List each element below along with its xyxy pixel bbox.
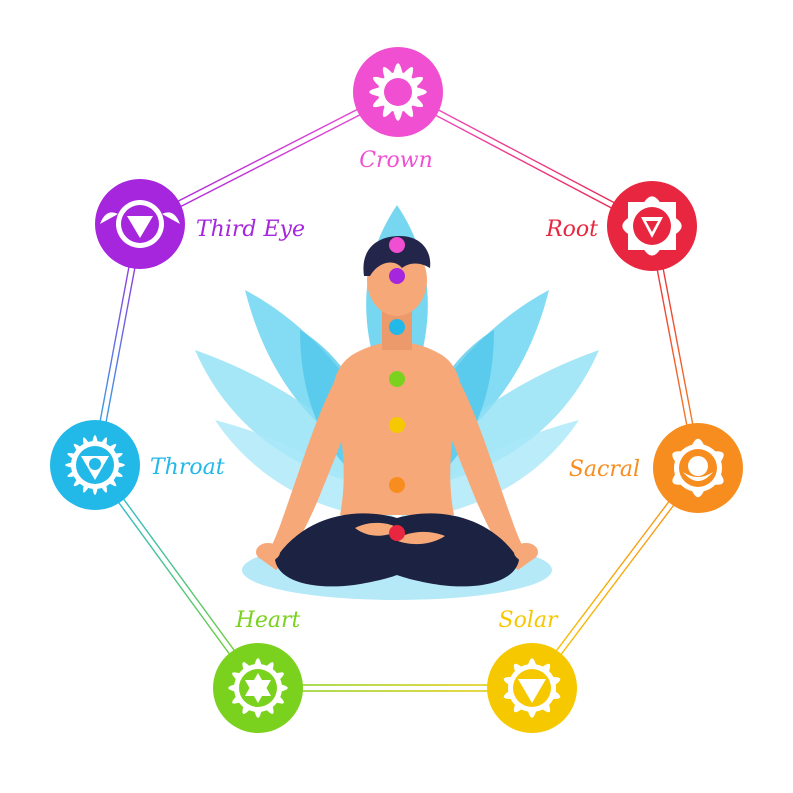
body-point-3: [389, 319, 405, 335]
chakra-label-third-eye: Third Eye: [196, 217, 305, 242]
chakra-heart: Heart: [213, 608, 303, 733]
body-point-7: [389, 525, 405, 541]
connection-line-third-eye-crown-1: [141, 94, 400, 228]
heart-hexagram-icon: [228, 658, 288, 718]
chakra-crown: Crown: [353, 47, 443, 173]
body-point-6: [389, 477, 405, 493]
chakra-label-root: Root: [545, 217, 598, 242]
connection-line-sacral-solar-2: [533, 469, 701, 691]
connection-line-third-eye-crown-2: [138, 88, 397, 222]
connection-line-heart-throat-2: [92, 466, 257, 691]
connection-line-heart-throat-1: [96, 462, 261, 687]
connection-line-crown-root-2: [399, 88, 654, 224]
chakra-sacral: Sacral: [569, 423, 743, 513]
chakra-label-sacral: Sacral: [569, 457, 640, 482]
chakra-label-heart: Heart: [235, 608, 301, 633]
sacral-crescent-icon: [672, 438, 724, 498]
body-point-5: [389, 417, 405, 433]
root-square-triangle-icon: [622, 196, 682, 256]
body-point-1: [389, 237, 405, 253]
third-eye-triangle-icon: [100, 200, 180, 248]
connection-line-sacral-solar-1: [529, 465, 697, 687]
meditating-figure: [195, 205, 599, 600]
solar-triangle-icon: [503, 658, 561, 718]
crown-lotus-icon: [369, 63, 427, 121]
connection-line-crown-root-1: [396, 94, 651, 230]
body-point-2: [389, 268, 405, 284]
chakra-throat: Throat: [50, 420, 225, 510]
throat-circle-triangle-icon: [65, 435, 125, 495]
chakra-solar: Solar: [487, 608, 577, 733]
chakra-root: Root: [545, 181, 697, 271]
chakra-label-crown: Crown: [359, 148, 433, 173]
body-chakra-points: [389, 237, 405, 541]
chakra-label-throat: Throat: [150, 455, 225, 480]
chakra-third-eye: Third Eye: [95, 179, 305, 269]
chakra-label-solar: Solar: [499, 608, 559, 633]
body-point-4: [389, 371, 405, 387]
